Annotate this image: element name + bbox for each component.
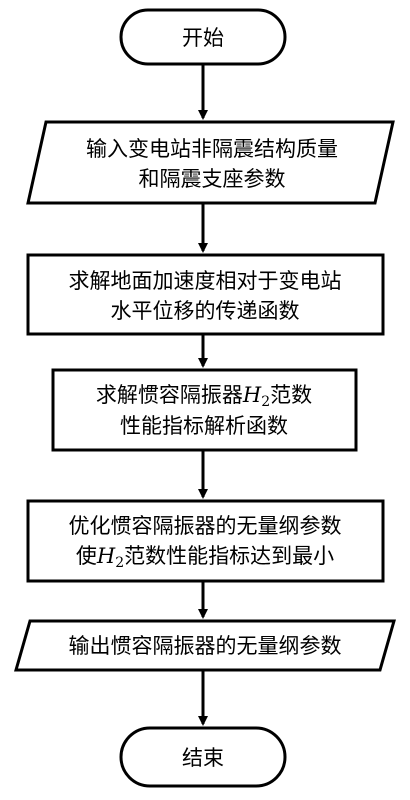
transfer-function-node: 求解地面加速度相对于变电站 水平位移的传递函数	[26, 253, 385, 336]
start-label: 开始	[182, 26, 224, 50]
transfer-function-line-1: 求解地面加速度相对于变电站	[69, 269, 342, 293]
output-parameters-line-1: 输出惯容隔振器的无量纲参数	[69, 634, 342, 658]
h2-performance-function-node: 求解惯容隔振器H2范数 性能指标解析函数	[51, 368, 358, 452]
optimize-math-sub: 2	[115, 555, 124, 571]
h2-line1-post: 范数	[270, 383, 312, 407]
end-node: 结束	[119, 726, 287, 788]
h2-performance-function-line-2: 性能指标解析函数	[120, 414, 288, 438]
input-parameters-node: 输入变电站非隔震结构质量 和隔震支座参数	[26, 120, 395, 205]
h2-line1-pre: 求解惯容隔振器	[96, 383, 243, 407]
optimize-parameters-node: 优化惯容隔振器的无量纲参数 使H2范数性能指标达到最小	[26, 499, 385, 583]
h2-math-var: H	[242, 383, 262, 407]
optimize-math-var: H	[96, 544, 116, 568]
end-label: 结束	[182, 746, 224, 770]
h2-performance-function-line-1: 求解惯容隔振器H2范数	[96, 383, 312, 410]
optimize-parameters-line-1: 优化惯容隔振器的无量纲参数	[69, 514, 342, 538]
input-parameters-line-2: 和隔震支座参数	[139, 167, 286, 191]
optimize-line2-post: 范数性能指标达到最小	[124, 544, 334, 568]
optimize-line2-pre: 使	[76, 544, 97, 568]
output-parameters-node: 输出惯容隔振器的无量纲参数	[14, 619, 396, 672]
optimize-parameters-line-2: 使H2范数性能指标达到最小	[76, 544, 334, 571]
h2-math-sub: 2	[261, 394, 270, 410]
start-node: 开始	[119, 8, 287, 66]
input-parameters-line-1: 输入变电站非隔震结构质量	[86, 137, 338, 161]
transfer-function-line-2: 水平位移的传递函数	[111, 299, 300, 323]
